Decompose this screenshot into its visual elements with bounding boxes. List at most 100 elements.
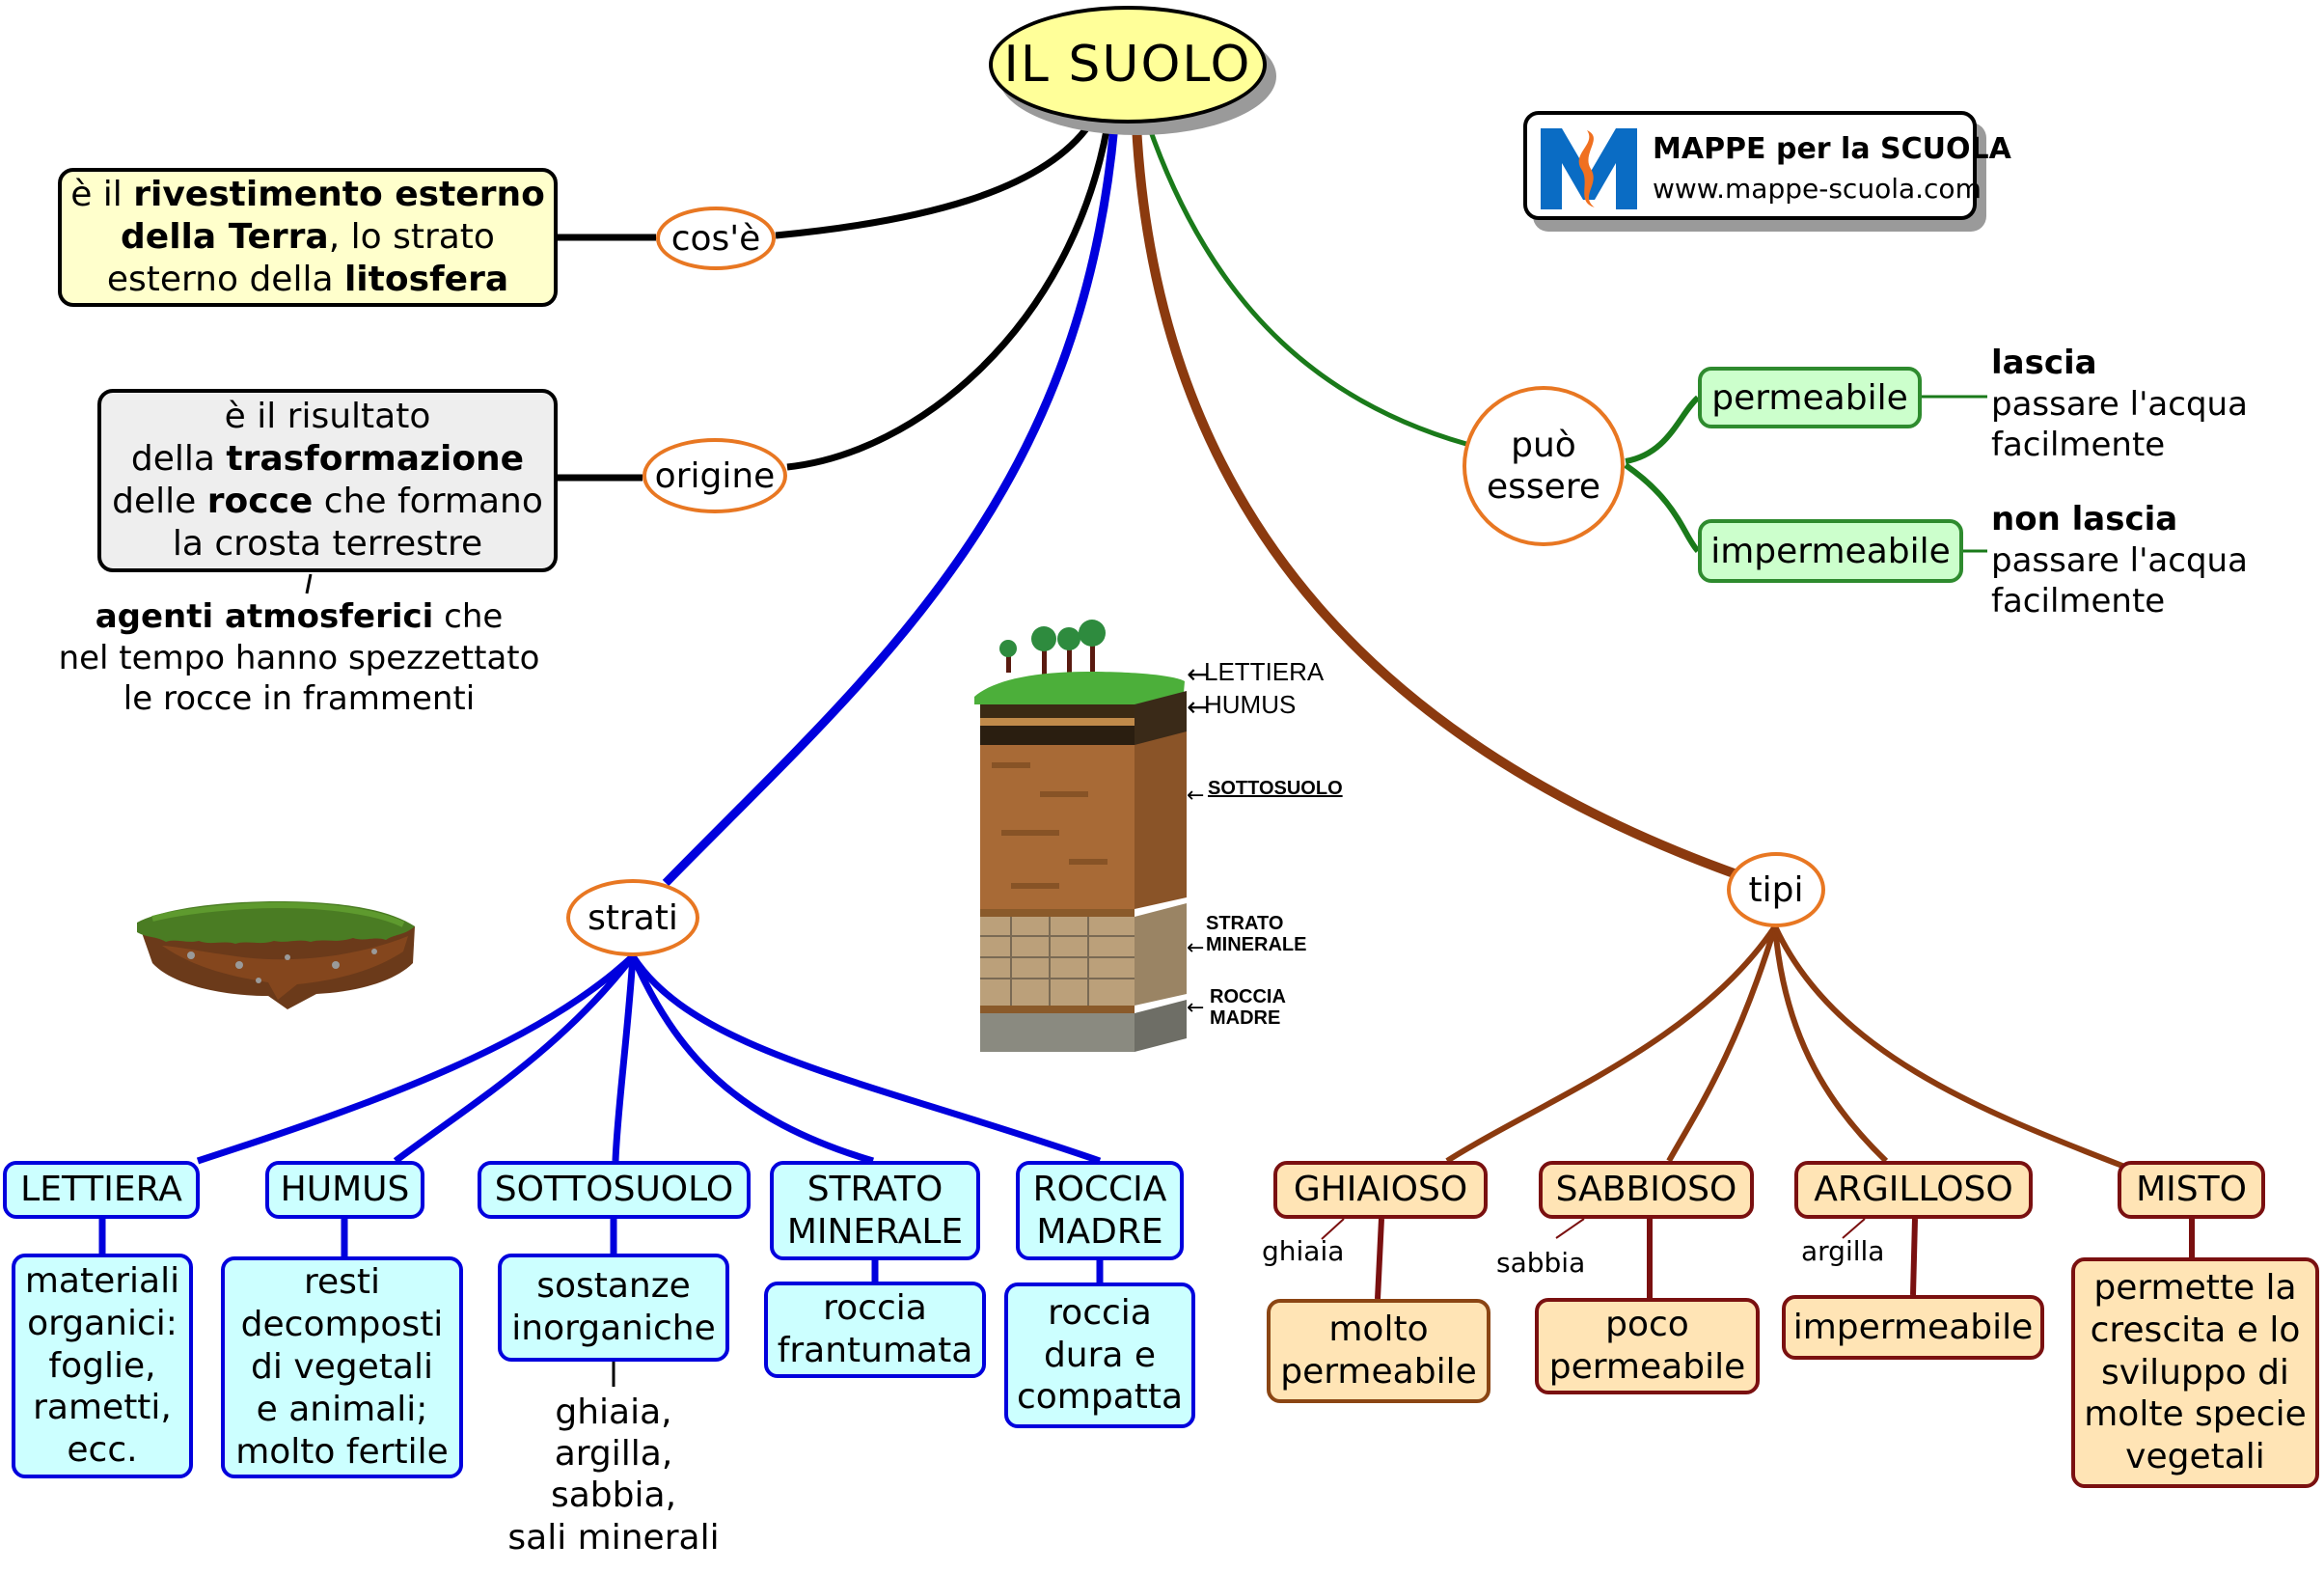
- link-argilloso-note: [1842, 1218, 1866, 1239]
- permeabile-desc-text: passare l'acqua facilmente: [1991, 384, 2248, 465]
- root-title: IL SUOLO: [1003, 36, 1252, 94]
- profile-label-strato-minerale: STRATO MINERALE: [1206, 913, 1307, 955]
- strato-roccia-madre-desc-text: roccia dura e compatta: [1016, 1292, 1184, 1418]
- link-tipi-argilloso: [1772, 925, 1889, 1164]
- cose-text-segment: litosfera: [343, 259, 509, 299]
- tipi-link-label: tipi: [1748, 869, 1804, 910]
- tipo-ghiaioso-node[interactable]: GHIAIOSO: [1273, 1161, 1488, 1219]
- strato-sottosuolo-node[interactable]: SOTTOSUOLO: [478, 1161, 751, 1219]
- puo-essere-link-node[interactable]: può essere: [1463, 386, 1625, 546]
- agenti-text-segment: che nel tempo hanno spezzettato le rocce…: [58, 597, 540, 718]
- permeabile-node[interactable]: permeabile: [1698, 367, 1922, 428]
- permeabile-description: lascia passare l'acqua facilmente: [1991, 343, 2319, 466]
- strato-humus-node[interactable]: HUMUS: [265, 1161, 424, 1219]
- tipo-sabbioso-desc-text: poco permeabile: [1548, 1305, 1746, 1387]
- origine-text-segment: trasformazione: [226, 439, 525, 480]
- strato-sottosuolo-extra: ghiaia, argilla, sabbia, sali minerali: [507, 1393, 720, 1558]
- link-tipi-sabbioso: [1666, 925, 1778, 1163]
- link-strati-humus: [393, 953, 636, 1164]
- strato-sottosuolo-desc[interactable]: sostanze inorganiche: [498, 1254, 729, 1362]
- strato-minerale-desc-text: roccia frantumata: [777, 1288, 973, 1370]
- tipo-argilloso-label: ARGILLOSO: [1814, 1170, 2013, 1210]
- link-root-strati: [662, 124, 1119, 887]
- logo-badge[interactable]: MAPPE per la SCUOLA www.mappe-scuola.com: [1523, 111, 2011, 220]
- origine-link-label: origine: [654, 455, 776, 496]
- tipo-ghiaioso-note: ghiaia: [1262, 1235, 1345, 1267]
- arrow-left-icon: ←: [1187, 936, 1205, 960]
- logo-m-icon: [1541, 128, 1637, 209]
- cose-text-segment: è il: [70, 175, 134, 215]
- strato-lettiera-desc[interactable]: materiali organici: foglie, rametti, ecc…: [12, 1254, 193, 1478]
- impermeabile-desc-text: passare l'acqua facilmente: [1991, 540, 2248, 621]
- logo-title: MAPPE per la SCUOLA: [1653, 132, 2011, 166]
- tipo-sabbioso-desc[interactable]: poco permeabile: [1535, 1298, 1760, 1394]
- link-ghiaioso-desc: [1375, 1218, 1384, 1300]
- link-strati-roccia-madre: [630, 954, 1102, 1165]
- tipo-argilloso-note: argilla: [1801, 1235, 1885, 1267]
- tipo-argilloso-desc-text: impermeabile: [1792, 1307, 2034, 1347]
- link-ghiaioso-note: [1321, 1218, 1345, 1240]
- strato-humus-label: HUMUS: [280, 1170, 410, 1210]
- arrow-left-icon: ←: [1187, 784, 1205, 808]
- soil-profile-block: [974, 620, 1187, 1052]
- strati-link-node[interactable]: strati: [566, 879, 699, 956]
- tipo-misto-node[interactable]: MISTO: [2118, 1161, 2265, 1219]
- origine-text-segment: è il risultato della: [130, 397, 431, 480]
- strato-sottosuolo-label: SOTTOSUOLO: [494, 1170, 734, 1210]
- puo-essere-link-label: può essere: [1487, 425, 1600, 507]
- link-root-puo: [1145, 123, 1467, 447]
- tipo-argilloso-node[interactable]: ARGILLOSO: [1794, 1161, 2033, 1219]
- strato-sottosuolo-desc-text: sostanze inorganiche: [511, 1266, 716, 1348]
- origine-text-segment: rocce: [206, 482, 314, 521]
- link-root-tipi: [1132, 124, 1738, 879]
- strato-lettiera-label: LETTIERA: [20, 1170, 182, 1210]
- cose-link-node[interactable]: cos'è: [656, 207, 776, 270]
- link-origine-agenti: [305, 573, 313, 594]
- arrow-left-icon: ←: [1187, 658, 1210, 690]
- impermeabile-desc-bold: non lascia: [1991, 500, 2178, 538]
- origine-link-node[interactable]: origine: [643, 438, 787, 513]
- link-puo-permeabile: [1625, 395, 1701, 464]
- profile-label-roccia-madre: ROCCIA MADRE: [1210, 986, 1286, 1029]
- origine-definition-box[interactable]: è il risultato della trasformazione dell…: [97, 389, 558, 572]
- strato-lettiera-node[interactable]: LETTIERA: [3, 1161, 200, 1219]
- agenti-text-segment: agenti atmosferici: [95, 597, 434, 636]
- tipo-ghiaioso-desc-text: molto permeabile: [1280, 1310, 1477, 1392]
- strato-roccia-madre-node[interactable]: ROCCIA MADRE: [1016, 1161, 1184, 1260]
- strato-minerale-desc[interactable]: roccia frantumata: [764, 1282, 986, 1378]
- soil-profile-illustration: LETTIERA HUMUS SOTTOSUOLO STRATO MINERAL…: [972, 608, 1343, 1054]
- strato-roccia-madre-desc[interactable]: roccia dura e compatta: [1004, 1282, 1195, 1428]
- logo-url[interactable]: www.mappe-scuola.com: [1653, 173, 1982, 205]
- cose-definition-text: è il rivestimento esterno della Terra, l…: [70, 174, 545, 301]
- tipi-link-node[interactable]: tipi: [1727, 852, 1825, 927]
- impermeabile-description: non lascia passare l'acqua facilmente: [1991, 499, 2319, 622]
- arrow-left-icon: ←: [1187, 691, 1210, 723]
- strato-lettiera-desc-text: materiali organici: foglie, rametti, ecc…: [24, 1260, 180, 1471]
- cose-definition-box[interactable]: è il rivestimento esterno della Terra, l…: [58, 168, 558, 307]
- link-strati-strato-minerale: [629, 954, 874, 1165]
- impermeabile-node[interactable]: impermeabile: [1698, 519, 1963, 583]
- tipo-ghiaioso-desc[interactable]: molto permeabile: [1267, 1299, 1490, 1403]
- strato-minerale-node[interactable]: STRATO MINERALE: [770, 1161, 980, 1260]
- cose-text-segment: rivestimento esterno della Terra: [121, 175, 545, 258]
- profile-label-sottosuolo: SOTTOSUOLO: [1208, 778, 1343, 799]
- link-root-cose: [775, 122, 1093, 239]
- permeabile-desc-bold: lascia: [1991, 344, 2097, 382]
- strato-roccia-madre-label: ROCCIA MADRE: [1032, 1169, 1167, 1252]
- origine-definition-text: è il risultato della trasformazione dell…: [112, 396, 543, 565]
- arrow-left-icon: ←: [1187, 996, 1205, 1020]
- link-strati-lettiera: [196, 953, 636, 1165]
- strato-minerale-label: STRATO MINERALE: [786, 1169, 964, 1252]
- root-node[interactable]: IL SUOLO: [989, 6, 1267, 124]
- origine-text-segment: che formano la crosta terrestre: [172, 482, 543, 564]
- tipo-sabbioso-label: SABBIOSO: [1555, 1170, 1737, 1210]
- strato-humus-desc-text: resti decomposti di vegetali e animali; …: [235, 1262, 449, 1472]
- strato-humus-desc[interactable]: resti decomposti di vegetali e animali; …: [221, 1256, 463, 1478]
- tipo-misto-desc[interactable]: permette la crescita e lo sviluppo di mo…: [2071, 1257, 2319, 1488]
- link-sabbioso-note: [1555, 1218, 1585, 1239]
- trees-icon: [999, 620, 1106, 676]
- tipo-sabbioso-node[interactable]: SABBIOSO: [1539, 1161, 1754, 1219]
- tipo-argilloso-desc[interactable]: impermeabile: [1782, 1295, 2044, 1360]
- strati-link-label: strati: [588, 897, 678, 938]
